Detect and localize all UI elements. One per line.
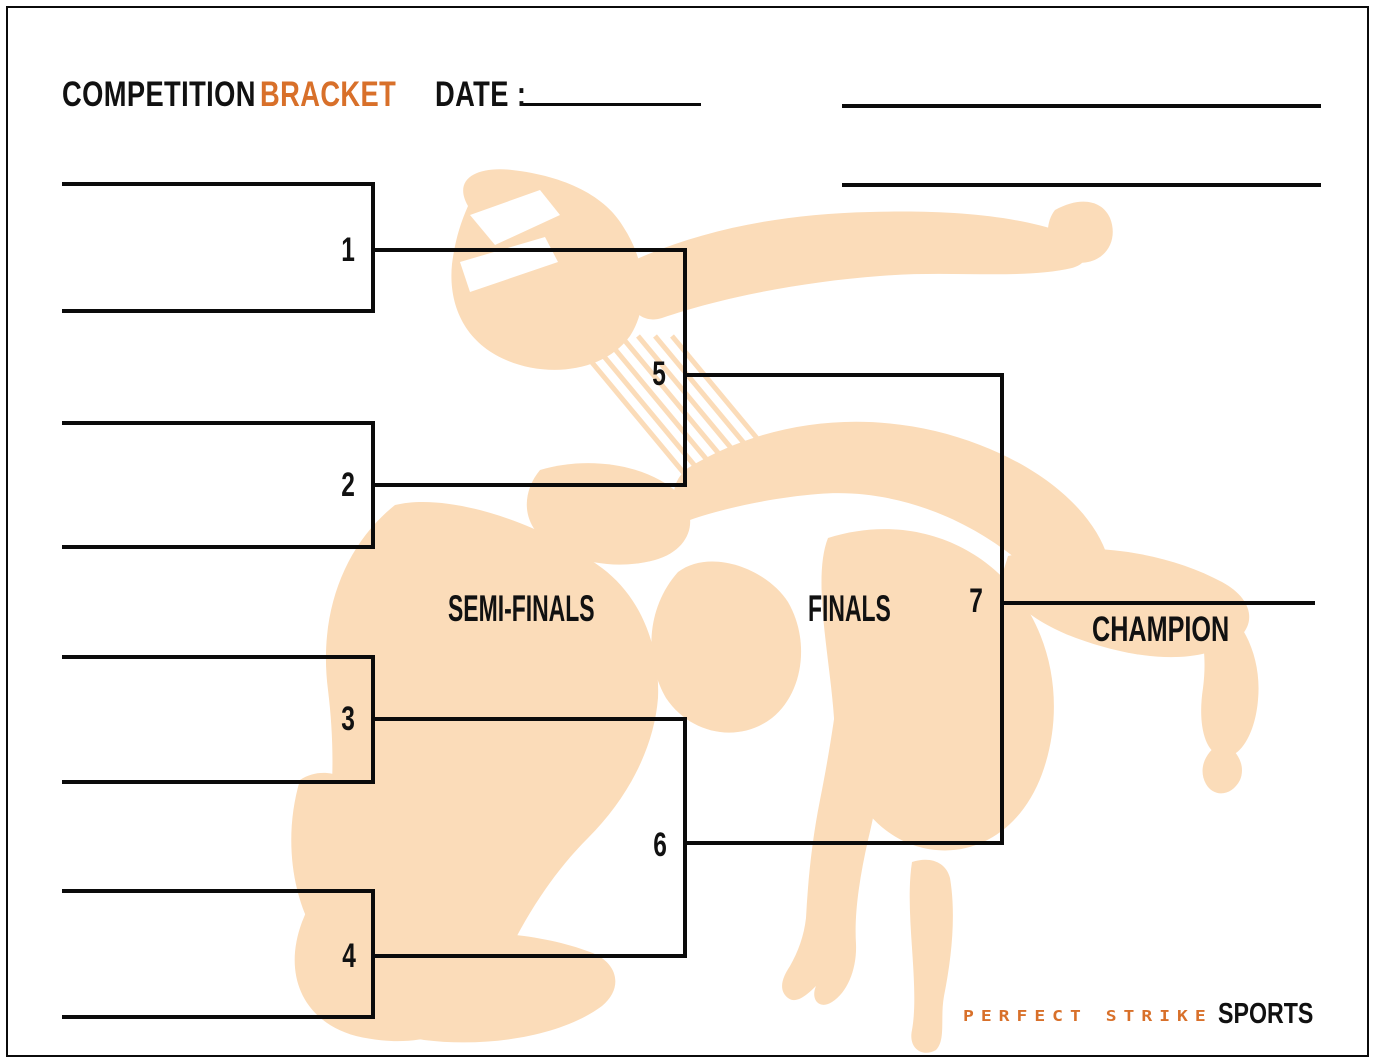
flipped-wrestler-shape [651,421,1259,1053]
finals-label: FINALS [808,588,891,629]
champion-label: CHAMPION [1092,610,1230,649]
team-slot-line-6 [62,780,375,784]
singlet-stripes [568,334,792,480]
semifinal1-winner-line [683,373,1004,377]
info-fill-line-1 [842,104,1321,108]
match1-winner-line [371,248,687,252]
champion-line [1000,601,1315,605]
match-number-7: 7 [969,582,983,620]
team-slot-line-7 [62,889,375,893]
team-slot-line-4 [62,545,375,549]
match-number-5: 5 [652,355,666,393]
date-label: DATE : [435,75,527,114]
final-connector [1000,373,1004,845]
info-fill-line-2 [842,183,1321,187]
team-slot-line-2 [62,309,375,313]
team-slot-line-8 [62,1015,375,1019]
match-number-1: 1 [341,231,355,269]
semifinal1-connector [683,248,687,487]
match3-winner-line [371,717,687,721]
match2-winner-line [371,483,687,487]
brand-logo-text: PERFECT STRIKE [963,1007,1213,1026]
reaching-arm-shape [626,201,1113,320]
knee-shape [526,463,691,565]
match-number-2: 2 [341,466,355,504]
date-fill-line [523,103,701,106]
brand-suffix-text: SPORTS [1218,998,1314,1030]
team-slot-line-5 [62,655,375,659]
team-slot-line-1 [62,182,375,186]
page-title-black: COMPETITION [62,75,256,114]
thrower-body-shape [291,501,659,1043]
team-slot-line-3 [62,421,375,425]
page-title-orange: BRACKET [260,75,397,114]
match1-connector [371,182,375,313]
match-number-6: 6 [653,826,667,864]
match-number-4: 4 [342,937,356,975]
semifinals-label: SEMI-FINALS [448,588,595,629]
match4-winner-line [371,954,687,958]
semifinal2-winner-line [683,841,1004,845]
match-number-3: 3 [341,700,355,738]
semifinal2-connector [683,717,687,958]
